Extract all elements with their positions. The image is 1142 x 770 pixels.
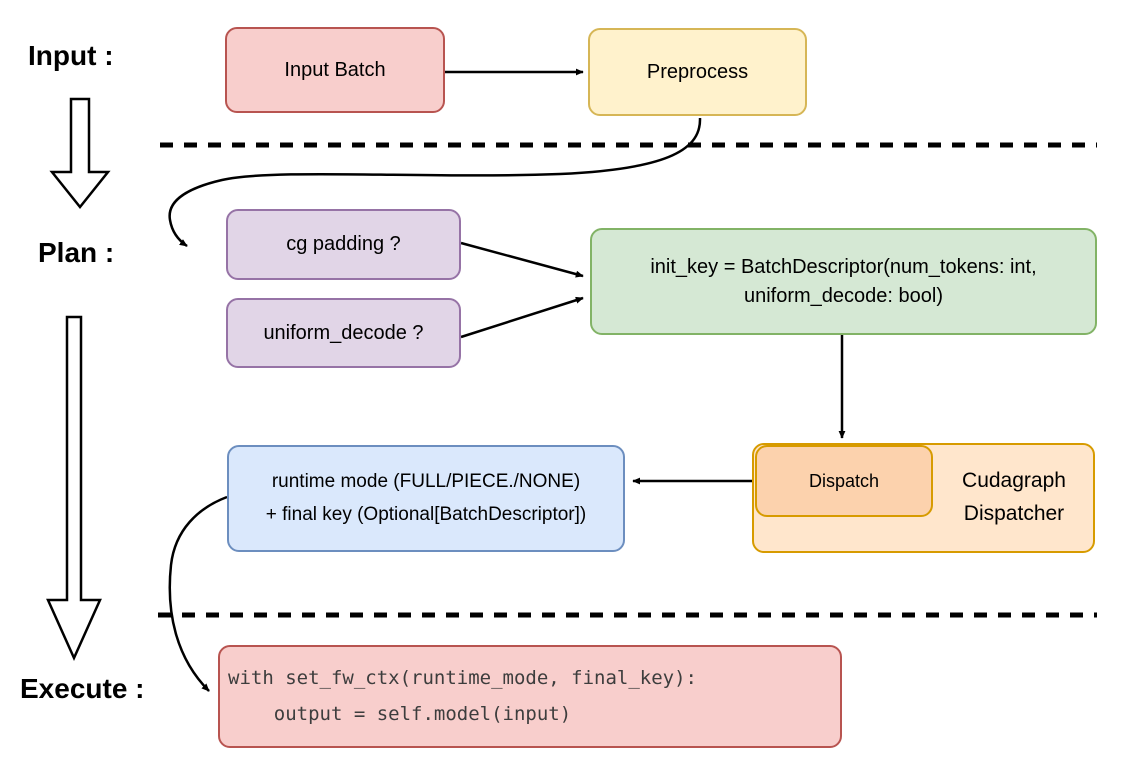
node-cudagraph-dispatcher-label: Cudagraph Dispatcher (933, 443, 1095, 553)
cudagraph-line2: Dispatcher (963, 502, 1065, 525)
phase-label-execute: Execute : (20, 673, 145, 704)
cudagraph-line1: Cudagraph (962, 469, 1066, 493)
execute-code-line2: output = self.model(input) (228, 702, 572, 725)
block-arrow-plan-to-execute (46, 315, 102, 662)
arrow-runtime-mode-to-execute-code (168, 495, 228, 692)
node-preprocess: Preprocess (588, 28, 807, 116)
node-preprocess-label: Preprocess (646, 60, 749, 83)
node-runtime-mode-line2: + final key (Optional[BatchDescriptor]) (265, 503, 587, 525)
node-dispatch-label: Dispatch (808, 470, 880, 491)
phase-label-input: Input : (28, 40, 114, 71)
node-cg-padding: cg padding ? (226, 209, 461, 280)
arrow-cg-padding-to-init-key (460, 241, 584, 278)
node-input-batch-label: Input Batch (284, 58, 386, 81)
node-init-key-line2: uniform_decode: bool) (743, 284, 943, 307)
node-cg-padding-label: cg padding ? (286, 233, 401, 255)
arrow-preprocess-to-cg-padding (168, 117, 702, 248)
node-init-key-line1: init_key = BatchDescriptor(num_tokens: i… (650, 255, 1037, 278)
node-uniform-decode: uniform_decode ? (226, 298, 461, 368)
node-init-key: init_key = BatchDescriptor(num_tokens: i… (590, 228, 1097, 335)
node-dispatch: Dispatch (755, 445, 933, 517)
node-execute-code: with set_fw_ctx(runtime_mode, final_key)… (218, 645, 842, 748)
arrow-uniform-decode-to-init-key (460, 296, 584, 339)
node-runtime-mode: runtime mode (FULL/PIECE./NONE) + final … (227, 445, 625, 552)
node-uniform-decode-label: uniform_decode ? (263, 321, 424, 344)
phase-label-plan: Plan : (38, 237, 115, 268)
block-arrow-input-to-plan (49, 97, 111, 210)
node-input-batch: Input Batch (225, 27, 445, 113)
execute-code-line1: with set_fw_ctx(runtime_mode, final_key)… (228, 667, 697, 690)
node-runtime-mode-line1: runtime mode (FULL/PIECE./NONE) (271, 471, 581, 493)
